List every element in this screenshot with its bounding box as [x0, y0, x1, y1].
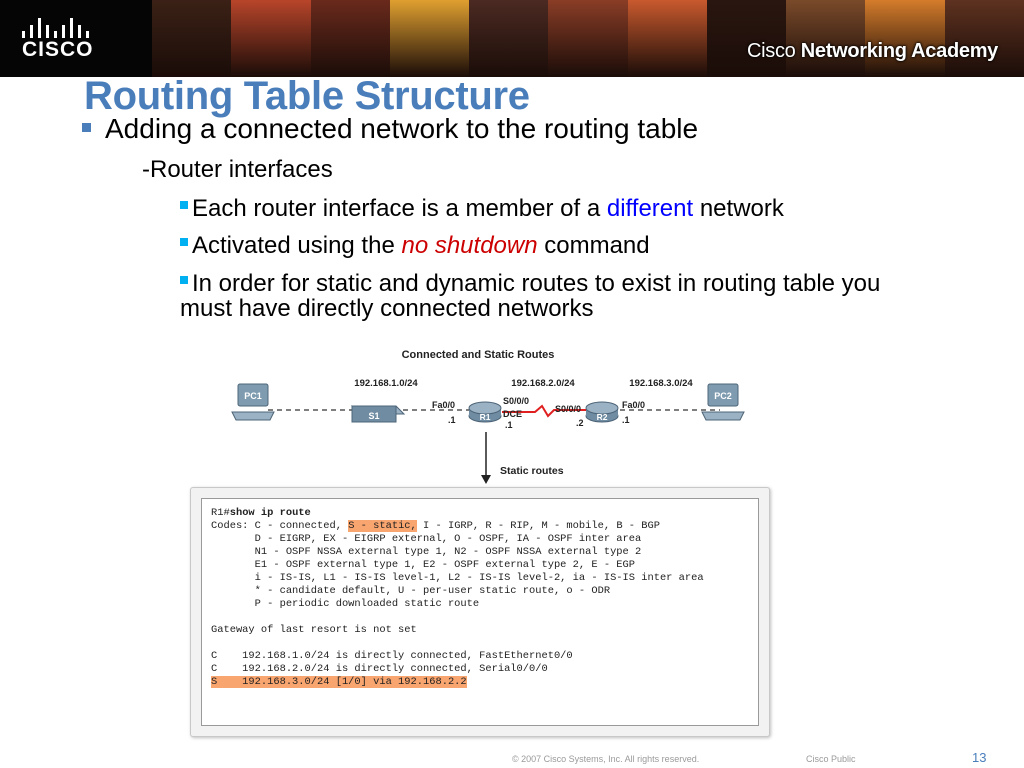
router-r2-icon: R2: [585, 401, 619, 423]
academy-name: Cisco Networking Academy: [746, 40, 998, 62]
pc2-icon: PC2: [701, 383, 745, 421]
photo-tile: [152, 0, 232, 77]
static-route-highlight: S 192.168.3.0/24 [1/0] via 192.168.2.2: [211, 676, 467, 688]
r1-fa-label: Fa0/0: [432, 400, 455, 410]
route-connected-2: C 192.168.2.0/24 is directly connected, …: [211, 663, 548, 675]
square-bullet-icon: [82, 123, 91, 133]
terminal-line: E1 - OSPF external type 1, E2 - OSPF ext…: [211, 559, 636, 571]
bullet-level3-1: Each router interface is a member of a d…: [180, 196, 900, 221]
terminal-line: i - IS-IS, L1 - IS-IS level-1, L2 - IS-I…: [211, 572, 704, 584]
photo-tile: [627, 0, 707, 77]
route-connected-1: C 192.168.1.0/24 is directly connected, …: [211, 650, 573, 662]
arrow-down-icon: [481, 475, 491, 484]
static-routes-label: Static routes: [500, 465, 564, 477]
svg-text:PC2: PC2: [714, 391, 732, 401]
bullet-level3-2: Activated using the no shutdown command: [180, 233, 900, 258]
terminal-line: * - candidate default, U - per-user stat…: [211, 585, 611, 597]
terminal-codes-line: Codes: C - connected, S - static, I - IG…: [211, 520, 660, 532]
r1-dce-label: DCE: [503, 409, 522, 419]
cisco-bridge-icon: [22, 16, 92, 38]
square-bullet-icon: [180, 200, 188, 209]
square-bullet-icon: [180, 237, 188, 246]
svg-text:R2: R2: [597, 412, 608, 422]
photo-tile: [786, 0, 866, 77]
r1-fa-addr: .1: [448, 415, 456, 425]
photo-tile: [944, 0, 1024, 77]
square-bullet-icon: [180, 275, 188, 284]
photo-tile: [706, 0, 787, 77]
header-banner: CISCO Cisco Networking Academy: [0, 0, 1024, 77]
svg-text:PC1: PC1: [244, 391, 262, 401]
terminal-line: P - periodic downloaded static route: [211, 598, 480, 610]
network-label-2: 192.168.2.0/24: [511, 378, 575, 389]
r1-serial-label: S0/0/0: [503, 396, 529, 406]
svg-text:R1: R1: [480, 412, 491, 422]
cisco-logo: CISCO: [0, 0, 152, 77]
terminal-line: N1 - OSPF NSSA external type 1, N2 - OSP…: [211, 546, 642, 558]
terminal-line: D - EIGRP, EX - EIGRP external, O - OSPF…: [211, 533, 642, 545]
terminal-command-line: R1#show ip route: [211, 507, 311, 519]
bullet-level1: Adding a connected network to the routin…: [82, 110, 698, 148]
router-r1-icon: R1: [468, 401, 502, 423]
network-label-3: 192.168.3.0/24: [629, 378, 693, 389]
r2-fa-label: Fa0/0: [622, 400, 645, 410]
photo-tile: [389, 0, 470, 77]
serial-link: [502, 404, 586, 418]
footer-copyright: © 2007 Cisco Systems, Inc. All rights re…: [512, 754, 700, 764]
network-diagram: Connected and Static Routes 192.168.1.0/…: [231, 349, 745, 484]
diagram-title: Connected and Static Routes: [402, 349, 555, 361]
svg-text:S1: S1: [368, 411, 379, 421]
photo-tile: [231, 0, 311, 77]
network-label-1: 192.168.1.0/24: [354, 378, 418, 389]
switch-s1-icon: S1: [350, 405, 406, 423]
photo-strip: [152, 0, 1024, 77]
bullet-level2: -Router interfaces: [142, 156, 333, 183]
photo-tile: [469, 0, 549, 77]
r1-serial-addr: .1: [505, 420, 513, 430]
static-code-highlight: S - static,: [348, 520, 417, 532]
r2-serial-label: S0/0/0: [555, 404, 581, 414]
logo-wordmark: CISCO: [22, 38, 94, 61]
route-static: S 192.168.3.0/24 [1/0] via 192.168.2.2: [211, 676, 758, 689]
photo-tile: [865, 0, 945, 77]
footer-classification: Cisco Public: [806, 754, 856, 764]
gateway-line: Gateway of last resort is not set: [211, 624, 417, 636]
photo-tile: [548, 0, 628, 77]
r2-serial-addr: .2: [576, 418, 584, 428]
slide-title: Routing Table Structure: [84, 74, 530, 118]
r2-fa-addr: .1: [622, 415, 630, 425]
page-number: 13: [972, 750, 987, 765]
bullet-level3-3: In order for static and dynamic routes t…: [180, 270, 881, 322]
photo-tile: [310, 0, 390, 77]
pc1-icon: PC1: [231, 383, 275, 421]
